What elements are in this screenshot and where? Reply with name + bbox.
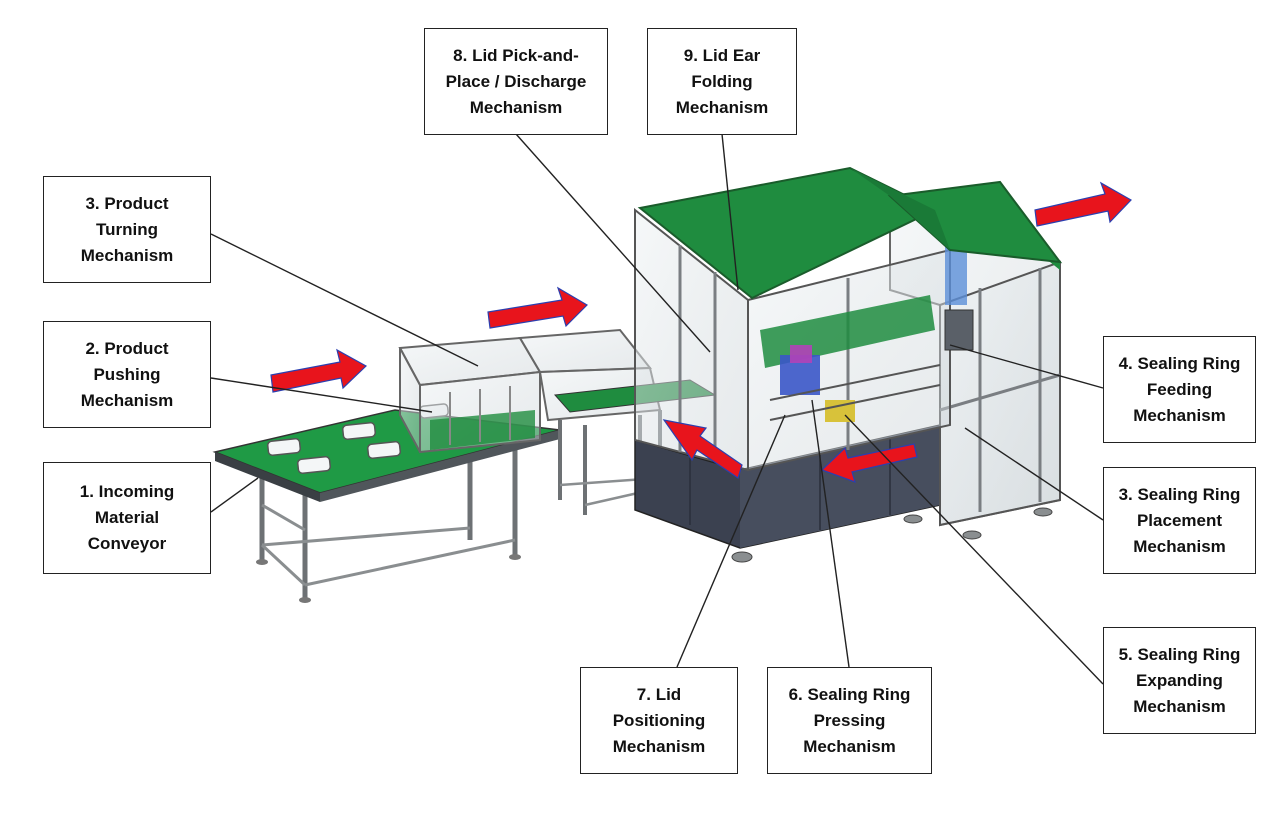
label-sealing-ring-placement: 3. Sealing Ring Placement Mechanism [1103, 467, 1256, 574]
product-turning-module [398, 336, 542, 454]
flow-arrow-exit [1034, 181, 1132, 227]
leader-lines [210, 133, 1104, 685]
label-lid-positioning: 7. Lid Positioning Mechanism [580, 667, 738, 774]
label-lid-pick-and-place: 8. Lid Pick-and- Place / Discharge Mecha… [424, 28, 608, 135]
label-sealing-ring-feeding: 4. Sealing Ring Feeding Mechanism [1103, 336, 1256, 443]
flow-arrow-cabinet-right [820, 443, 918, 483]
label-product-turning: 3. Product Turning Mechanism [43, 176, 211, 283]
flow-arrows [270, 181, 1132, 483]
label-sealing-ring-expanding: 5. Sealing Ring Expanding Mechanism [1103, 627, 1256, 734]
flow-arrow-conveyor [270, 348, 368, 393]
label-product-pushing: 2. Product Pushing Mechanism [43, 321, 211, 428]
label-sealing-ring-pressing: 6. Sealing Ring Pressing Mechanism [767, 667, 932, 774]
flow-arrow-cabinet-left [662, 419, 743, 479]
label-lid-ear-folding: 9. Lid Ear Folding Mechanism [647, 28, 797, 135]
label-incoming-material-conveyor: 1. Incoming Material Conveyor [43, 462, 211, 574]
main-sealing-machine [634, 166, 1063, 563]
flow-arrow-turning [487, 286, 588, 329]
